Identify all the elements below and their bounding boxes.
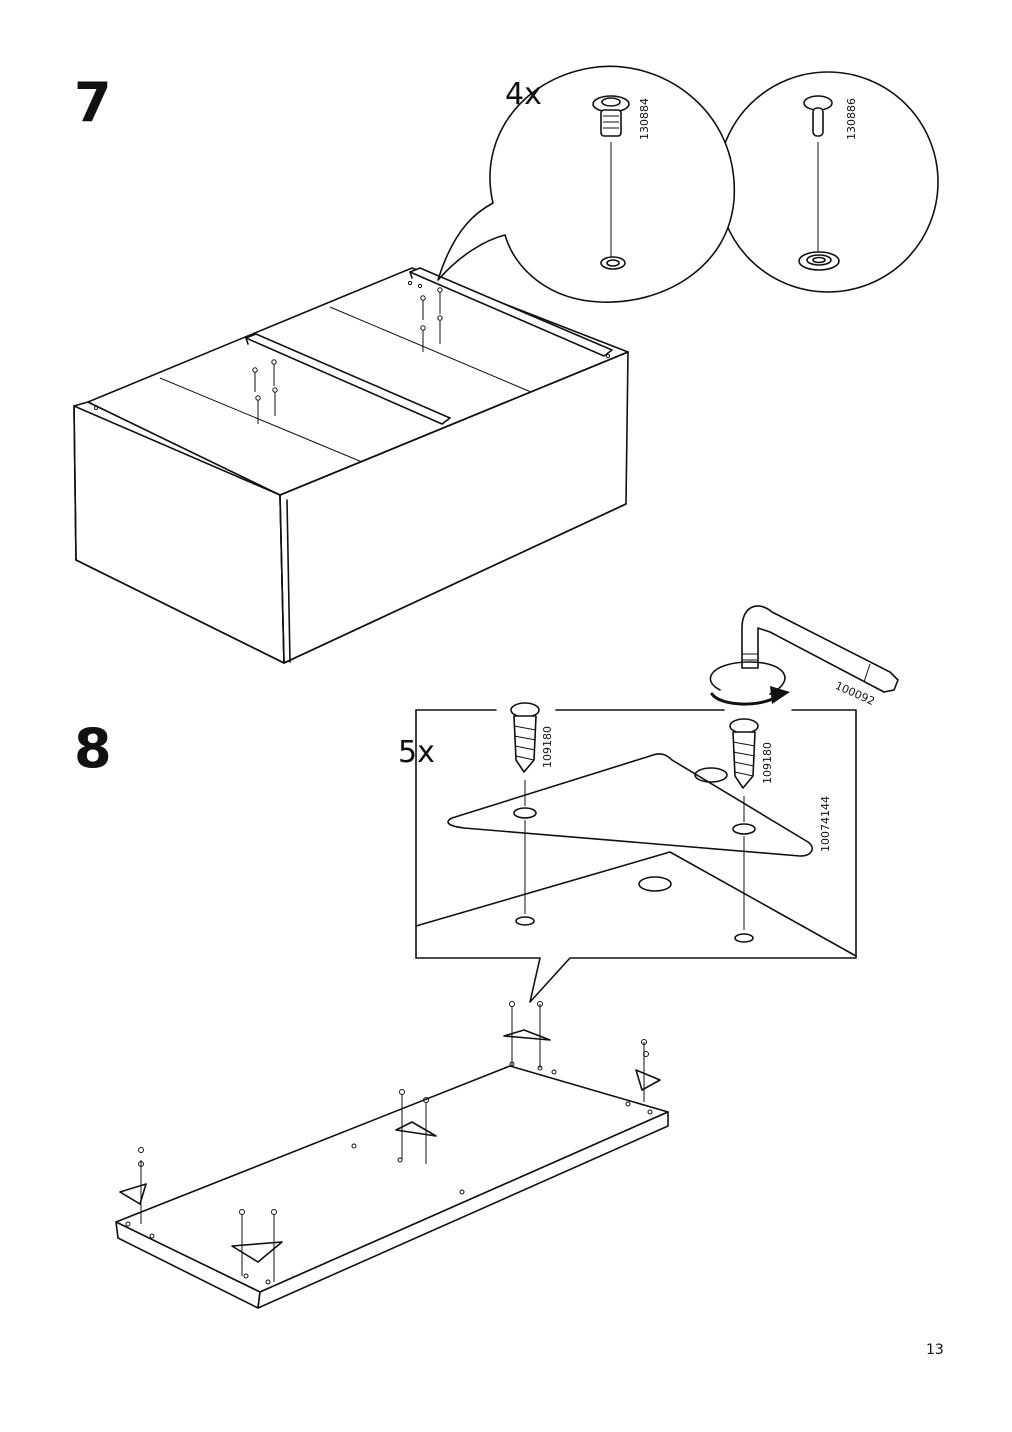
part-number-109180-left: 109180 xyxy=(541,726,554,768)
step-8-callout-count: 5x xyxy=(398,735,435,770)
step-8-number: 8 xyxy=(74,717,112,780)
allen-key-icon xyxy=(709,605,899,706)
step-7-number: 7 xyxy=(74,71,112,134)
part-number-10074144: 10074144 xyxy=(819,796,832,852)
step-7-callout-count: 4x xyxy=(505,77,542,112)
threaded-insert-icon xyxy=(592,95,630,270)
panel-drawing xyxy=(115,1001,669,1309)
pin-icon xyxy=(798,95,840,271)
step-7-callout xyxy=(437,65,939,303)
screw-icon xyxy=(729,718,759,943)
part-number-109180-right: 109180 xyxy=(761,742,774,784)
screw-icon xyxy=(510,702,540,926)
corner-bracket-icon xyxy=(447,753,813,857)
page-number: 13 xyxy=(926,1342,944,1358)
step-8-callout xyxy=(415,702,857,1003)
cabinet-drawing xyxy=(73,267,629,664)
